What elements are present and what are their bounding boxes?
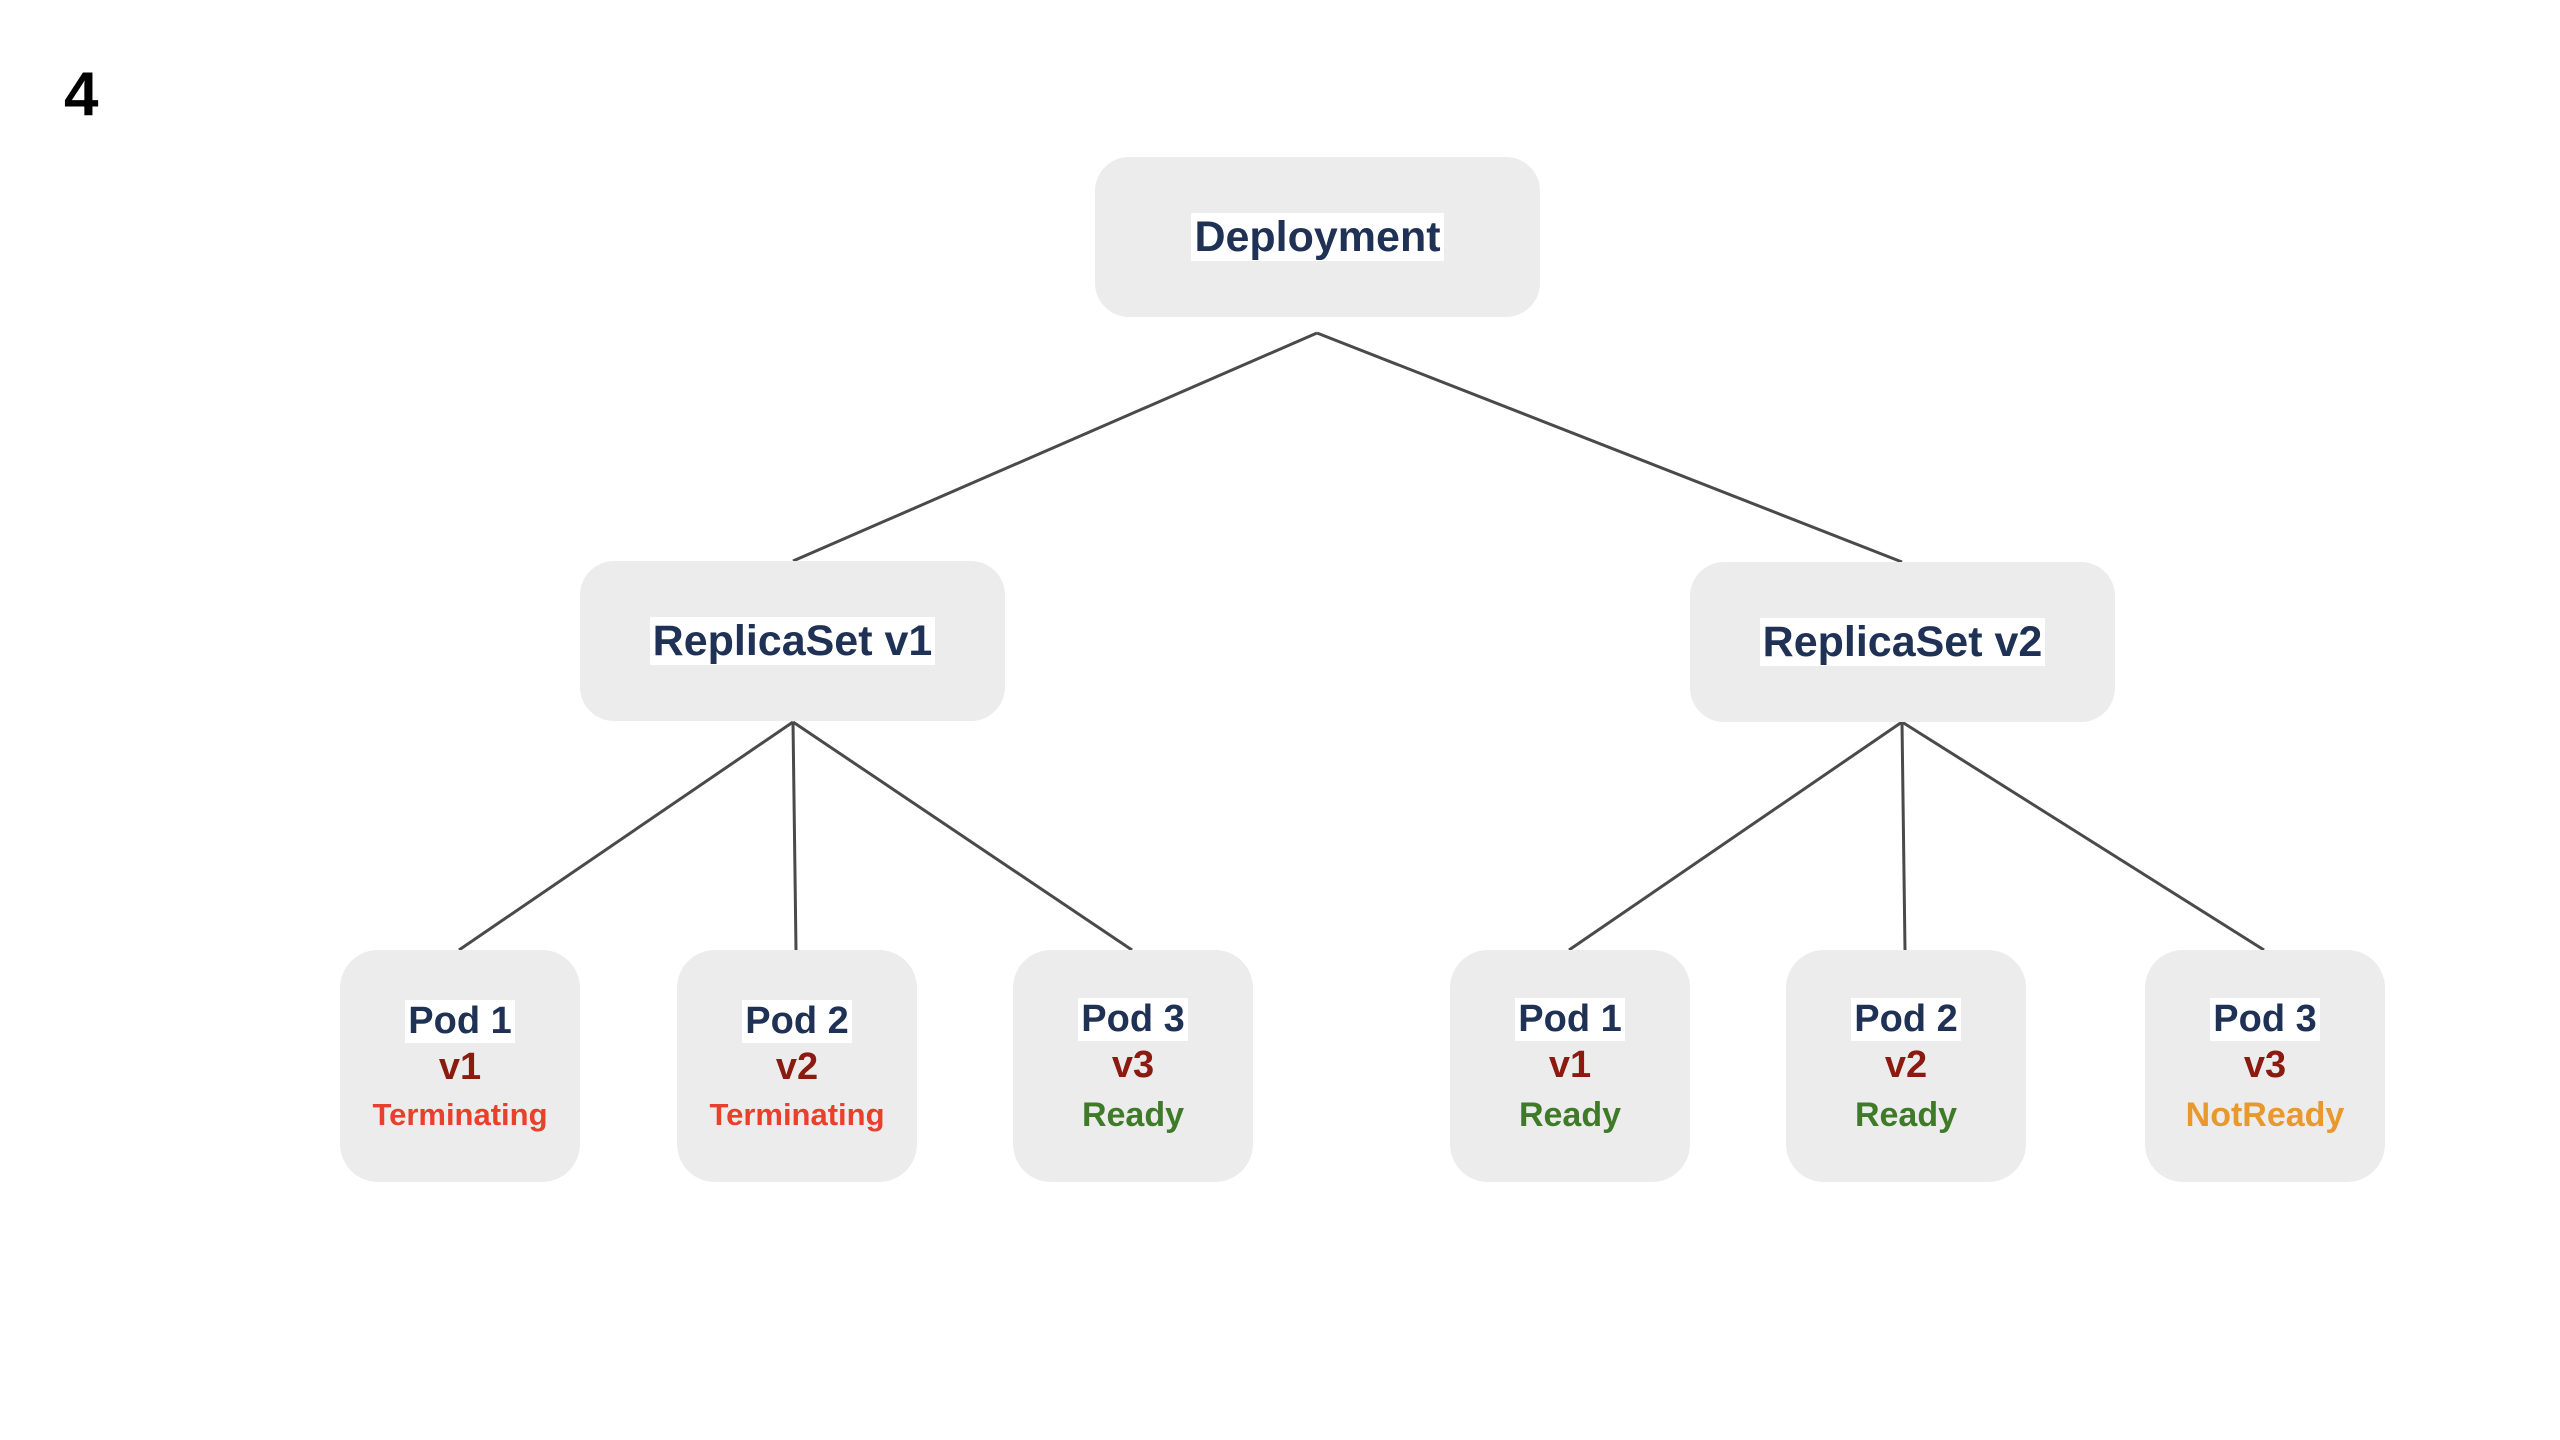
edge-deployment-to-replicaset-v1 xyxy=(792,331,1318,563)
pod-name-label: Pod 2 xyxy=(742,999,852,1043)
node-pod-v1-group-1[interactable]: Pod 1 v1 Terminating xyxy=(340,950,580,1182)
pod-version-label: v3 xyxy=(2243,1043,2287,1086)
pod-status-badge: NotReady xyxy=(2185,1095,2345,1134)
pod-version-label: v2 xyxy=(775,1045,819,1088)
pod-version-label: v1 xyxy=(438,1045,482,1088)
pod-status-badge: Ready xyxy=(1854,1095,1958,1134)
node-pod-v1-group-3[interactable]: Pod 3 v3 Ready xyxy=(1013,950,1253,1182)
pod-status-badge: Ready xyxy=(1518,1095,1622,1134)
slide-number: 4 xyxy=(64,60,98,129)
pod-name-label: Pod 3 xyxy=(1078,997,1188,1041)
pod-version-label: v1 xyxy=(1548,1043,1592,1086)
edge-deployment-to-replicaset-v2 xyxy=(1316,331,1903,564)
pod-status-badge: Terminating xyxy=(372,1097,548,1133)
pod-status-badge: Ready xyxy=(1081,1095,1185,1134)
pod-version-label: v3 xyxy=(1111,1043,1155,1086)
pod-name-label: Pod 2 xyxy=(1851,997,1961,1041)
edge-replicaset-v1-to-pod-1 xyxy=(458,720,794,952)
node-replicaset-v2-label: ReplicaSet v2 xyxy=(1759,617,2046,667)
edge-replicaset-v2-to-pod-1 xyxy=(1568,720,1903,952)
pod-status-badge: Terminating xyxy=(709,1097,885,1133)
edge-replicaset-v2-to-pod-2 xyxy=(1900,721,1907,951)
node-pod-v2-group-2[interactable]: Pod 2 v2 Ready xyxy=(1786,950,2026,1182)
node-deployment[interactable]: Deployment xyxy=(1095,157,1540,317)
node-deployment-label: Deployment xyxy=(1191,212,1444,262)
edge-replicaset-v1-to-pod-3 xyxy=(792,720,1133,952)
edge-replicaset-v2-to-pod-3 xyxy=(1901,720,2265,952)
pod-name-label: Pod 3 xyxy=(2210,997,2320,1041)
node-pod-v2-group-3[interactable]: Pod 3 v3 NotReady xyxy=(2145,950,2385,1182)
pod-name-label: Pod 1 xyxy=(1515,997,1625,1041)
node-pod-v1-group-2[interactable]: Pod 2 v2 Terminating xyxy=(677,950,917,1182)
node-replicaset-v1[interactable]: ReplicaSet v1 xyxy=(580,561,1005,721)
node-replicaset-v1-label: ReplicaSet v1 xyxy=(649,616,936,666)
node-replicaset-v2[interactable]: ReplicaSet v2 xyxy=(1690,562,2115,722)
edge-replicaset-v1-to-pod-2 xyxy=(791,721,798,951)
node-pod-v2-group-1[interactable]: Pod 1 v1 Ready xyxy=(1450,950,1690,1182)
pod-version-label: v2 xyxy=(1884,1043,1928,1086)
pod-name-label: Pod 1 xyxy=(405,999,515,1043)
